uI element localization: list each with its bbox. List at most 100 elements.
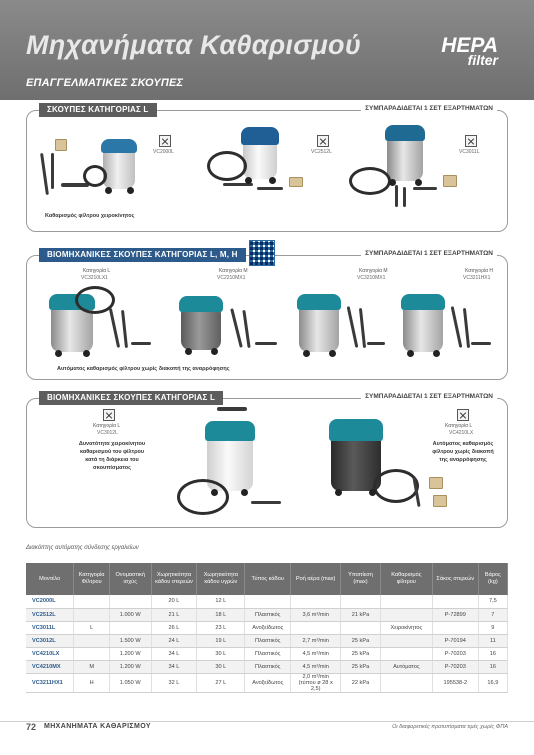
cell-liquid: 19 L	[196, 634, 246, 648]
section-category-lmh: ΒΙΟΜΗΧΑΝΙΚΕΣ ΣΚΟΥΠΕΣ ΚΑΤΗΓΟΡΙΑΣ L, M, H …	[26, 240, 508, 380]
table-row: VC3011L L 26 L 23 L Ανοξείδωτος Χειροκίν…	[26, 621, 509, 635]
right-caption: Αυτόματος καθαρισμός φίλτρου χωρίς διακο…	[423, 441, 503, 465]
section-title: ΒΙΟΜΗΧΑΝΙΚΕΣ ΣΚΟΥΠΕΣ ΚΑΤΗΓΟΡΙΑΣ L	[39, 391, 224, 405]
left-caption-line: σκουπίσματος	[93, 464, 131, 471]
table-row: VC3211HX1 H 1.050 W 32 L 27 L Ανοξείδωτο…	[26, 673, 509, 693]
cell-liquid: 18 L	[196, 608, 246, 622]
product-image-vc3210lx1	[35, 286, 155, 362]
cell-clean	[380, 673, 433, 693]
qr-code-icon	[249, 240, 275, 266]
cell-weight: 16	[478, 647, 509, 661]
page-header: Μηχανήματα Καθαρισμού HEPA filter ΕΠΑΓΓΕ…	[0, 0, 534, 100]
cell-air	[290, 595, 342, 609]
cell-tank: Ανοξείδωτος	[244, 673, 292, 693]
cell-solid: 32 L	[151, 673, 198, 693]
cell-weight: 7,5	[478, 595, 509, 609]
cell-model: VC2000L	[26, 595, 75, 609]
cell-power: 1.050 W	[109, 673, 152, 693]
cell-vacuum: 22 kPa	[340, 673, 381, 693]
cell-air	[290, 621, 342, 635]
product-model: VC3012L	[97, 430, 118, 436]
cell-power: 1.000 W	[109, 608, 152, 622]
product-category: Κατηγορία L	[445, 423, 473, 429]
col-header: Χωρητικότητα κάδου υγρών	[196, 563, 246, 595]
cell-bag: P-70203	[432, 660, 479, 674]
cell-weight: 9	[478, 621, 509, 635]
left-caption-line: κατά τη διάρκεια του	[85, 456, 139, 463]
cell-power: 1.500 W	[109, 634, 152, 648]
cell-air: 2,0 m³/min (τύπου ø 28 x 2,5)	[290, 673, 342, 693]
cell-bag	[432, 595, 479, 609]
cell-power	[109, 595, 152, 609]
cell-vacuum: 25 kPa	[340, 660, 381, 674]
cell-liquid: 30 L	[196, 660, 246, 674]
cell-liquid: 12 L	[196, 595, 246, 609]
cell-power	[109, 621, 152, 635]
cell-vacuum: 25 kPa	[340, 647, 381, 661]
cell-air: 4,5 m³/min	[290, 660, 342, 674]
product-model: VC3210MX1	[357, 275, 386, 281]
footer-title: ΜΗΧΑΝΗΜΑΤΑ ΚΑΘΑΡΙΣΜΟΥ	[44, 723, 151, 730]
product-image-vc2000l	[37, 131, 167, 211]
manual-clean-icon	[159, 135, 171, 147]
product-image-vc3211hx1	[391, 286, 501, 362]
table-note: Διακόπτης αυτόματης σύνδεσης εργαλείων	[26, 545, 139, 551]
right-caption-line: φίλτρου χωρίς διακοπή	[432, 448, 494, 455]
product-model: VC3210LX1	[81, 275, 108, 281]
manual-clean-icon	[103, 409, 115, 421]
cell-tank: Ανοξείδωτος	[244, 621, 292, 635]
section-note: ΣΥΜΠΑΡΑΔΙΔΕΤΑΙ 1 ΣΕΤ ΕΞΑΡΤΗΜΑΤΩΝ	[361, 105, 497, 112]
cell-liquid: 23 L	[196, 621, 246, 635]
section-note: ΣΥΜΠΑΡΑΔΙΔΕΤΑΙ 1 ΣΕΤ ΕΞΑΡΤΗΜΑΤΩΝ	[361, 393, 497, 400]
manual-clean-icon	[317, 135, 329, 147]
cell-tank: Πλαστικός	[244, 634, 292, 648]
cell-solid: 34 L	[151, 660, 198, 674]
col-header: Τύπος κάδου	[244, 563, 292, 595]
cell-tank: Πλαστικός	[244, 608, 292, 622]
cell-air: 2,7 m³/min	[290, 634, 342, 648]
section-industrial-l: ΒΙΟΜΗΧΑΝΙΚΕΣ ΣΚΟΥΠΕΣ ΚΑΤΗΓΟΡΙΑΣ L ΣΥΜΠΑΡ…	[26, 391, 508, 528]
cell-bag	[432, 621, 479, 635]
cell-model: VC3211HX1	[26, 673, 75, 693]
product-model: VC2210MX1	[217, 275, 246, 281]
cell-weight: 7	[478, 608, 509, 622]
section-caption: Καθαρισμός φίλτρου χειροκίνητος	[45, 213, 135, 219]
table-row: VC4210MX M 1.200 W 34 L 30 L Πλαστικός 4…	[26, 660, 509, 674]
table-row: VC2512L 1.000 W 21 L 18 L Πλαστικός 3,6 …	[26, 608, 509, 622]
manual-clean-icon	[465, 135, 477, 147]
product-model: VC4210LX	[449, 430, 474, 436]
section-note: ΣΥΜΠΑΡΑΔΙΔΕΤΑΙ 1 ΣΕΤ ΕΞΑΡΤΗΜΑΤΩΝ	[361, 250, 497, 257]
cell-category: L	[73, 621, 110, 635]
cell-category: H	[73, 673, 110, 693]
product-category: Κατηγορία M	[359, 268, 388, 274]
cell-clean	[380, 634, 433, 648]
cell-liquid: 27 L	[196, 673, 246, 693]
cell-tank: Πλαστικός	[244, 647, 292, 661]
cell-model: VC4210MX	[26, 660, 75, 674]
cell-liquid: 30 L	[196, 647, 246, 661]
cell-power: 1.200 W	[109, 647, 152, 661]
cell-power: 1.200 W	[109, 660, 152, 674]
cell-model: VC4210LX	[26, 647, 75, 661]
cell-air: 4,5 m³/min	[290, 647, 342, 661]
product-category: Κατηγορία L	[93, 423, 121, 429]
page-number: 72	[26, 722, 37, 732]
right-caption-line: Αυτόματος καθαρισμός	[432, 441, 494, 447]
left-caption: Δυνατότητα χειροκίνητου καθαρισμού του φ…	[57, 441, 167, 473]
product-image-vc3011l	[347, 121, 467, 215]
cell-clean: Αυτόματος	[380, 660, 433, 674]
cell-tank: Πλαστικός	[244, 660, 292, 674]
footer-divider	[0, 721, 534, 722]
product-model: VC3211HX1	[463, 275, 491, 281]
cell-vacuum: 25 kPa	[340, 634, 381, 648]
hepa-logo-main: HEPA	[441, 34, 498, 57]
product-image-vc3012l	[177, 405, 307, 523]
hepa-logo-sub: filter	[467, 51, 498, 68]
auto-clean-icon	[457, 409, 469, 421]
product-image-vc2512l	[203, 123, 323, 213]
product-model: VC2000L	[153, 149, 174, 155]
cell-clean	[380, 608, 433, 622]
col-header: Ονομαστική ισχύς	[109, 563, 152, 595]
product-image-vc2210mx1	[165, 286, 285, 362]
col-header: Βάρος (kg)	[478, 563, 509, 595]
